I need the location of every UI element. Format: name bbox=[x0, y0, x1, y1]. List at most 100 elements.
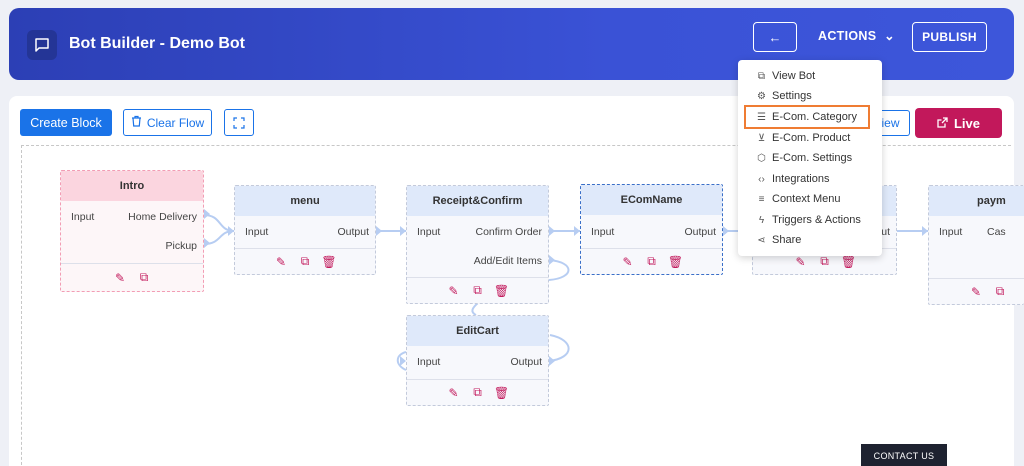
contact-us-button[interactable]: CONTACT US bbox=[861, 444, 947, 466]
menu-item-label: Integrations bbox=[772, 173, 830, 185]
block-input-label: Input bbox=[417, 226, 441, 238]
menu-item-settings[interactable]: ⚙ Settings bbox=[756, 90, 812, 102]
actions-label: ACTIONS bbox=[818, 29, 877, 43]
block-output-label: Cas bbox=[987, 226, 1006, 238]
block-output-label: Add/Edit Items bbox=[473, 255, 542, 267]
copy-icon[interactable]: ⧉ bbox=[473, 385, 482, 399]
block-input-label: Input bbox=[245, 226, 269, 238]
edit-icon[interactable]: ✎ bbox=[970, 284, 982, 299]
copy-icon[interactable]: ⧉ bbox=[300, 254, 310, 268]
trash-icon bbox=[131, 115, 142, 130]
external-link-icon: ⧉ bbox=[757, 70, 766, 82]
delete-icon[interactable]: 🗑 bbox=[840, 254, 857, 269]
menu-item-view-bot[interactable]: ⧉ View Bot bbox=[756, 70, 815, 82]
block-title: paym bbox=[929, 186, 1024, 216]
copy-icon[interactable]: ⧉ bbox=[995, 284, 1005, 298]
menu-item-label: Share bbox=[772, 234, 802, 246]
highlight-box bbox=[744, 105, 870, 129]
menu-item-integrations[interactable]: ‹› Integrations bbox=[756, 173, 829, 185]
code-icon: ‹› bbox=[758, 173, 765, 185]
menu-icon: ≡ bbox=[758, 193, 765, 205]
gear-icon: ⚙ bbox=[757, 90, 766, 102]
menu-item-share[interactable]: ⋖ Share bbox=[756, 234, 801, 246]
block-tools: ✎ ⧉ bbox=[61, 263, 203, 291]
actions-dropdown-menu: ⧉ View Bot ⚙ Settings ☰ E-Com. Category … bbox=[738, 60, 882, 256]
menu-item-ecom-product[interactable]: ⊻ E-Com. Product bbox=[756, 132, 850, 144]
menu-item-triggers-actions[interactable]: ϟ Triggers & Actions bbox=[756, 214, 861, 226]
copy-icon[interactable]: ⧉ bbox=[139, 270, 149, 284]
block-input-label: Input bbox=[417, 356, 441, 368]
block-title-text: paym bbox=[977, 195, 1006, 207]
menu-item-label: View Bot bbox=[772, 70, 816, 82]
create-block-button[interactable]: Create Block bbox=[20, 109, 112, 136]
menu-item-ecom-settings[interactable]: ⬡ E-Com. Settings bbox=[756, 152, 852, 164]
actions-dropdown-button[interactable]: ACTIONS ⌄ bbox=[818, 28, 895, 43]
bolt-icon: ϟ bbox=[758, 214, 765, 226]
flow-block-payment[interactable]: paym Input Cas ✎ ⧉ bbox=[928, 185, 1024, 305]
block-tools: ✎ ⧉ bbox=[929, 278, 1024, 304]
block-tools: ✎ ⧉ 🗑 bbox=[407, 277, 548, 303]
block-title: EditCart bbox=[407, 316, 548, 346]
menu-item-context-menu[interactable]: ≡ Context Menu bbox=[756, 193, 841, 205]
share-icon: ⋖ bbox=[757, 234, 766, 246]
block-output-label: Home Delivery bbox=[128, 211, 197, 223]
flow-block-editcart[interactable]: EditCart Input Output ✎ ⧉ 🗑 bbox=[406, 315, 549, 406]
block-output-label: Output bbox=[510, 356, 542, 368]
menu-item-label: Settings bbox=[772, 90, 812, 102]
flow-block-menu[interactable]: menu Input Output ✎ ⧉ 🗑 bbox=[234, 185, 376, 275]
external-link-icon bbox=[937, 116, 948, 131]
block-title: EComName bbox=[581, 185, 722, 215]
menu-item-label: Context Menu bbox=[772, 193, 841, 205]
block-output-label: ut bbox=[881, 226, 890, 238]
delete-icon[interactable]: 🗑 bbox=[321, 254, 337, 269]
menu-item-label: E-Com. Settings bbox=[772, 152, 853, 164]
edit-icon[interactable]: ✎ bbox=[622, 254, 633, 269]
block-input-label: Input bbox=[71, 211, 95, 223]
block-input-label: Input bbox=[591, 226, 615, 238]
chat-bubble-icon bbox=[27, 30, 57, 60]
app-header: Bot Builder - Demo Bot bbox=[9, 8, 1014, 80]
edit-icon[interactable]: ✎ bbox=[448, 385, 459, 400]
clear-flow-label: Clear Flow bbox=[146, 115, 205, 130]
cart-icon: ⊻ bbox=[757, 132, 766, 144]
block-title: Receipt&Confirm bbox=[407, 186, 548, 216]
back-button[interactable]: ← bbox=[753, 22, 797, 52]
copy-icon[interactable]: ⧉ bbox=[647, 254, 656, 268]
block-title: menu bbox=[235, 186, 375, 216]
block-tools: ✎ ⧉ 🗑 bbox=[235, 248, 375, 274]
publish-button[interactable]: PUBLISH bbox=[912, 22, 987, 52]
edit-icon[interactable]: ✎ bbox=[275, 254, 287, 269]
edit-icon[interactable]: ✎ bbox=[795, 254, 806, 269]
block-tools: ✎ ⧉ 🗑 bbox=[581, 248, 722, 274]
delete-icon[interactable]: 🗑 bbox=[493, 385, 510, 400]
menu-item-label: E-Com. Category bbox=[772, 111, 857, 123]
flow-block-intro[interactable]: Intro Input Home Delivery Pickup ✎ ⧉ bbox=[60, 170, 204, 292]
live-button[interactable]: Live bbox=[915, 108, 1002, 138]
block-output-label: Output bbox=[684, 226, 716, 238]
fullscreen-icon[interactable] bbox=[224, 109, 254, 136]
edit-icon[interactable]: ✎ bbox=[448, 283, 459, 298]
block-input-label: Input bbox=[939, 226, 963, 238]
clear-flow-button[interactable]: Clear Flow bbox=[123, 109, 212, 136]
copy-icon[interactable]: ⧉ bbox=[820, 254, 829, 268]
delete-icon[interactable]: 🗑 bbox=[667, 254, 684, 269]
live-label: Live bbox=[953, 115, 980, 131]
block-output-label: Pickup bbox=[165, 240, 197, 252]
page-title: Bot Builder - Demo Bot bbox=[69, 35, 245, 52]
flow-canvas[interactable] bbox=[21, 145, 1011, 466]
flow-block-ecomname[interactable]: EComName Input Output ✎ ⧉ 🗑 bbox=[580, 184, 723, 275]
menu-item-label: Triggers & Actions bbox=[772, 214, 861, 226]
menu-item-ecom-category[interactable]: ☰ E-Com. Category bbox=[756, 111, 857, 123]
copy-icon[interactable]: ⧉ bbox=[473, 283, 482, 297]
preview-button[interactable]: iew bbox=[872, 110, 910, 136]
chevron-down-icon: ⌄ bbox=[884, 29, 895, 43]
block-output-label: Confirm Order bbox=[475, 226, 542, 238]
delete-icon[interactable]: 🗑 bbox=[493, 283, 510, 298]
block-output-label: Output bbox=[337, 226, 369, 238]
block-title: Intro bbox=[61, 171, 203, 201]
menu-item-label: E-Com. Product bbox=[772, 132, 851, 144]
block-tools: ✎ ⧉ 🗑 bbox=[407, 379, 548, 405]
list-icon: ☰ bbox=[757, 111, 766, 123]
edit-icon[interactable]: ✎ bbox=[114, 270, 126, 285]
flow-block-receipt-confirm[interactable]: Receipt&Confirm Input Confirm Order Add/… bbox=[406, 185, 549, 304]
